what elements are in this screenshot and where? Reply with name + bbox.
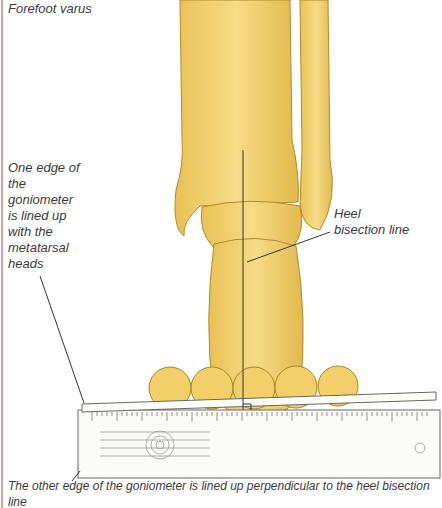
goniometer-note: One edge of the goniometer is lined up w… xyxy=(8,160,80,272)
figure-title: Forefoot varus xyxy=(8,1,168,17)
heel-line-label: Heel bisection line xyxy=(334,206,414,238)
goniometer-note: The other edge of the goniometer is line… xyxy=(8,478,438,508)
